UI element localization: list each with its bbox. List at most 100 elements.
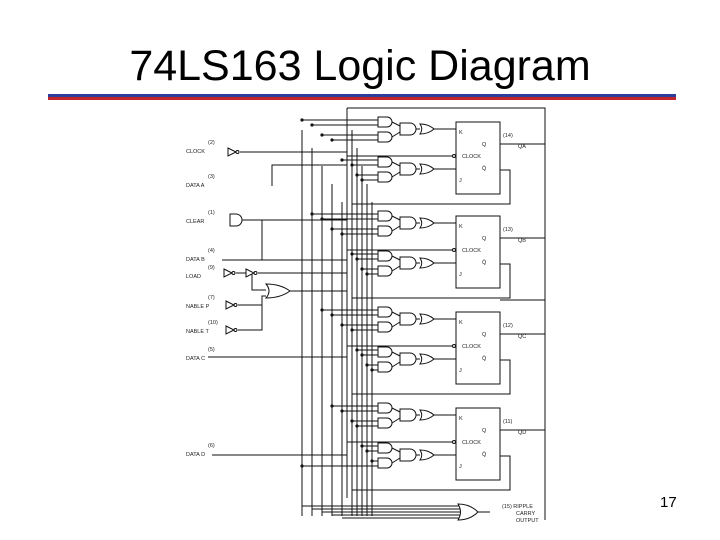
stage-and-gate <box>399 216 417 230</box>
input-pin-number: (1) <box>208 210 215 216</box>
qbar-feedback-line <box>352 263 511 299</box>
output-name: QC <box>518 334 526 340</box>
junction-dot <box>320 308 324 312</box>
ff-k-label: K <box>459 320 463 326</box>
ff-q-label: Q <box>482 236 487 242</box>
gate-link <box>391 361 401 368</box>
ff-j-label: J <box>459 178 462 184</box>
stage-and-gate <box>377 131 393 143</box>
gate-link <box>391 447 401 453</box>
gate-link <box>391 351 401 357</box>
title-underline-blue <box>48 94 676 97</box>
junction-dot <box>360 353 364 357</box>
gate-link <box>391 311 401 317</box>
stage-and-gate <box>399 256 417 270</box>
junction-dot <box>320 133 324 137</box>
junction-dot <box>310 212 314 216</box>
junction-dot <box>355 348 359 352</box>
load-inverter <box>223 268 234 278</box>
input-pin-number: (7) <box>208 295 215 301</box>
clock-bubble <box>452 248 456 252</box>
junction-dot <box>370 459 374 463</box>
stage-and-gate <box>377 116 393 128</box>
stage-and-gate <box>377 265 393 277</box>
inverter-bubble <box>253 271 258 275</box>
gate-link <box>391 171 401 178</box>
stage-and-gate <box>377 171 393 183</box>
gate-link <box>391 321 401 328</box>
stage-and-gate <box>377 250 393 262</box>
inverter-bubble <box>233 303 238 307</box>
gate-link <box>391 131 401 138</box>
stage-and-gate <box>399 408 417 422</box>
load-to-or <box>251 273 266 291</box>
junction-dot <box>355 257 359 261</box>
stage-or-gate <box>419 449 435 461</box>
stage-or-gate <box>419 313 435 325</box>
junction-dot <box>355 173 359 177</box>
ff-j-label: J <box>459 368 462 374</box>
ff-clock-label: CLOCK <box>462 248 481 254</box>
ff-j-label: J <box>459 272 462 278</box>
junction-dot <box>330 313 334 317</box>
input-name: LOAD <box>186 274 201 280</box>
output-name: QA <box>518 144 526 150</box>
junction-dot <box>340 409 344 413</box>
gate-link <box>391 265 401 272</box>
junction-dot <box>350 328 354 332</box>
ff-q-label: Q <box>482 332 487 338</box>
k-input-line <box>434 318 457 322</box>
input-name: NABLE T <box>186 329 209 335</box>
ripple-carry-label: (15) RIPPLE <box>502 504 533 510</box>
ff-q-label: Q <box>482 428 487 434</box>
flipflop-box <box>455 311 501 385</box>
clear-line <box>242 219 263 260</box>
stage-and-gate <box>399 122 417 136</box>
junction-dot <box>340 158 344 162</box>
diagram-gates <box>223 116 479 521</box>
junction-dot <box>300 464 304 468</box>
qbar-feedback-line <box>352 455 511 491</box>
junction-dot <box>320 217 324 221</box>
inverter-bubble <box>231 271 236 275</box>
k-input-line <box>434 414 457 418</box>
input-name: DATA B <box>186 257 205 263</box>
stage-or-gate <box>419 217 435 229</box>
junction-dot <box>330 227 334 231</box>
input-pin-number: (4) <box>208 248 215 254</box>
ff-qbar-label: Q̄ <box>482 451 487 458</box>
ff-k-label: K <box>459 416 463 422</box>
output-pin-number: (12) <box>503 323 513 329</box>
input-pin-number: (2) <box>208 140 215 146</box>
stage-and-gate <box>377 321 393 333</box>
data-a-line <box>271 164 347 186</box>
ff-qbar-label: Q̄ <box>482 355 487 362</box>
output-name: QD <box>518 430 526 436</box>
clock-buffer <box>227 147 238 157</box>
ff-q-label: Q <box>482 142 487 148</box>
input-name: NABLE P <box>186 304 210 310</box>
output-pin-number: (13) <box>503 227 513 233</box>
stage-and-gate <box>377 346 393 358</box>
input-name: DATA D <box>186 452 205 458</box>
input-name: DATA C <box>186 356 205 362</box>
input-pin-number: (3) <box>208 174 215 180</box>
junction-dot <box>310 123 314 127</box>
input-pin-number: (6) <box>208 443 215 449</box>
stage-or-gate <box>419 257 435 269</box>
diagram-wiring <box>208 107 546 520</box>
stage-or-gate <box>419 353 435 365</box>
ripple-carry-label: CARRY <box>516 511 535 517</box>
ff-clock-label: CLOCK <box>462 440 481 446</box>
ff-qbar-label: Q̄ <box>482 165 487 172</box>
junction-dot <box>300 118 304 122</box>
clock-bubble <box>452 440 456 444</box>
output-pin-number: (11) <box>503 419 513 425</box>
stage-and-gate <box>377 417 393 429</box>
ripple-carry-label: OUTPUT <box>516 518 539 524</box>
junction-dot <box>330 404 334 408</box>
ff-clock-label: CLOCK <box>462 154 481 160</box>
junction-dot <box>360 444 364 448</box>
gate-link <box>391 407 401 413</box>
ff-k-label: K <box>459 130 463 136</box>
